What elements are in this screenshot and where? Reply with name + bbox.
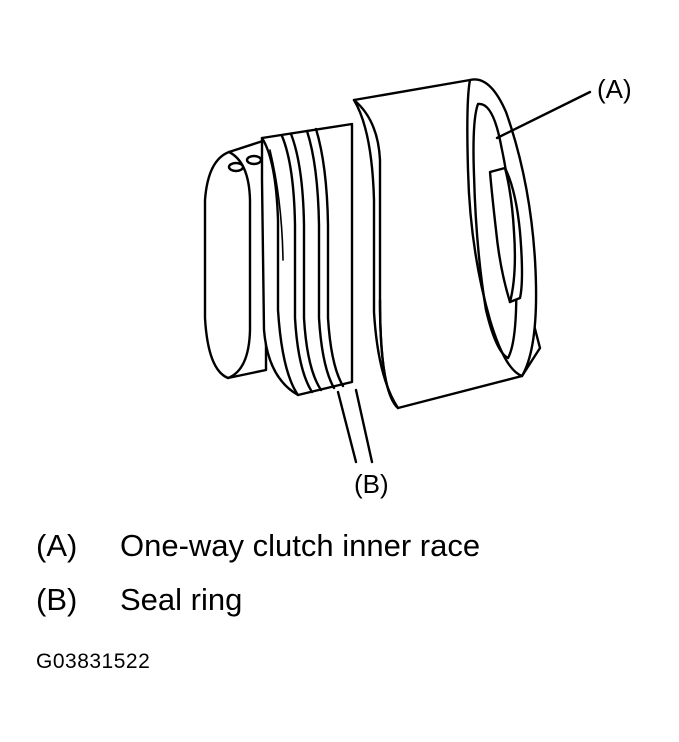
seal-ring-groove	[289, 132, 323, 392]
legend-key: (A)	[36, 528, 78, 563]
legend-key: (B)	[36, 582, 78, 617]
seal-ring-groove	[305, 129, 336, 390]
hub-hole	[245, 154, 263, 166]
hub-hole	[227, 161, 245, 173]
figure-id: G03831522	[36, 650, 151, 673]
callout-label-a: (A)	[597, 74, 632, 104]
legend: (A) One-way clutch inner race (B) Seal r…	[36, 528, 480, 636]
legend-row-b: (B) Seal ring	[36, 582, 480, 636]
legend-label: Seal ring	[120, 582, 243, 617]
inner-race-end-face	[466, 78, 538, 378]
leader-line-b	[354, 388, 374, 464]
hub-cylinder	[203, 138, 268, 380]
callout-label-b: (B)	[354, 469, 389, 499]
legend-label: One-way clutch inner race	[120, 528, 481, 563]
seal-ring-groove	[280, 134, 314, 394]
seal-ring-groove	[314, 127, 345, 388]
seal-ring-section	[260, 122, 354, 397]
legend-row-a: (A) One-way clutch inner race	[36, 528, 480, 582]
leader-line-b	[336, 390, 358, 464]
leader-line-a	[495, 90, 592, 140]
